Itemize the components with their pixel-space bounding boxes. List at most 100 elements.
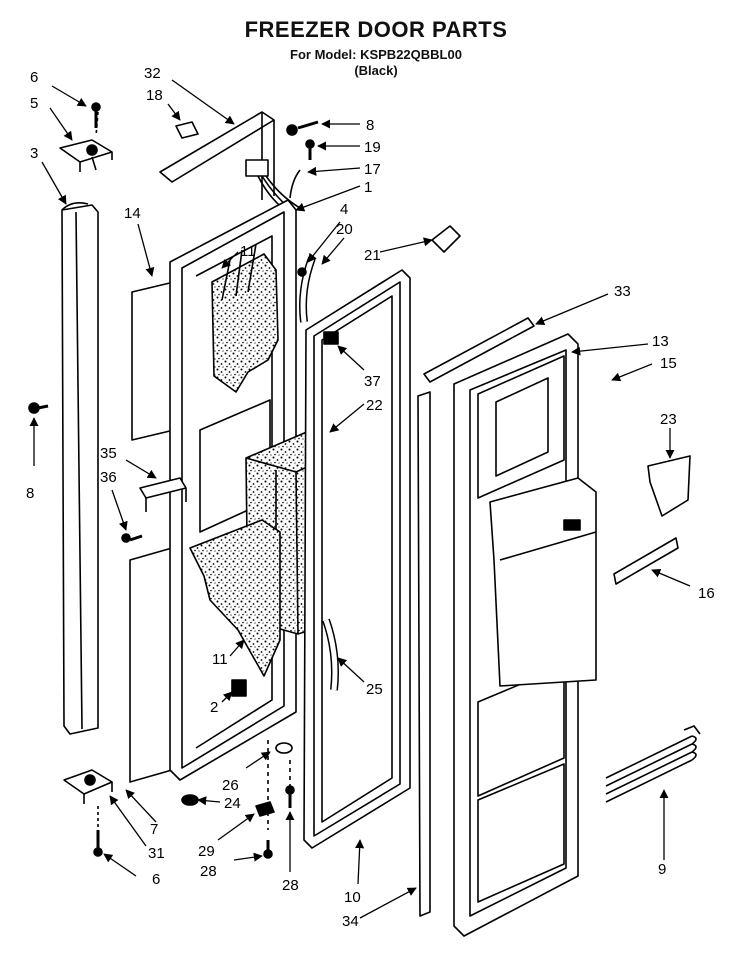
callout-28b: 28 bbox=[282, 877, 299, 894]
callout-32: 32 bbox=[144, 65, 161, 82]
leader-10 bbox=[355, 839, 365, 885]
callout-3: 3 bbox=[30, 145, 38, 162]
callout-19: 19 bbox=[364, 139, 381, 156]
callout-11b: 11 bbox=[212, 651, 228, 668]
callout-labels: 6 5 3 32 18 8 19 17 1 14 4 20 11 21 33 1… bbox=[26, 65, 715, 930]
callout-10: 10 bbox=[344, 889, 361, 906]
model-color: (Black) bbox=[354, 63, 398, 78]
callout-24: 24 bbox=[224, 795, 241, 812]
part-screw-28b bbox=[285, 785, 295, 808]
leader-25 bbox=[337, 657, 365, 683]
callout-31: 31 bbox=[148, 845, 165, 862]
leader-36 bbox=[111, 489, 128, 531]
callout-13: 13 bbox=[652, 333, 669, 350]
part-outer-door-panel bbox=[453, 333, 597, 937]
callout-35: 35 bbox=[100, 445, 117, 462]
callout-5: 5 bbox=[30, 95, 38, 112]
leader-4 bbox=[307, 221, 341, 263]
callout-1: 1 bbox=[364, 179, 372, 196]
part-label-37 bbox=[323, 331, 339, 345]
callout-36: 36 bbox=[100, 469, 117, 486]
leader-22 bbox=[329, 403, 365, 433]
part-screw-left bbox=[28, 402, 49, 414]
callout-9: 9 bbox=[658, 861, 666, 878]
callout-14: 14 bbox=[124, 205, 141, 222]
callout-4: 4 bbox=[340, 201, 348, 218]
part-insulation-panel-upper bbox=[131, 281, 175, 441]
leader-34 bbox=[359, 887, 417, 919]
callout-33: 33 bbox=[614, 283, 631, 300]
part-hinge-bracket-bottom bbox=[63, 769, 113, 804]
callout-7: 7 bbox=[150, 821, 158, 838]
leader-21 bbox=[379, 237, 433, 253]
callout-28a: 28 bbox=[200, 863, 217, 880]
leader-31 bbox=[109, 795, 147, 847]
part-door-gasket bbox=[303, 269, 411, 849]
part-tube-25 bbox=[322, 618, 339, 691]
part-tube-20 bbox=[299, 256, 316, 323]
leader-29 bbox=[217, 813, 255, 841]
callout-22: 22 bbox=[366, 397, 383, 414]
leader-1 bbox=[295, 185, 361, 212]
part-screw-28a bbox=[263, 840, 273, 859]
part-cam-26 bbox=[275, 742, 293, 754]
part-top-channel bbox=[159, 111, 275, 200]
part-screw-19 bbox=[305, 139, 315, 160]
part-screw-36 bbox=[121, 533, 143, 543]
callout-23: 23 bbox=[660, 411, 677, 428]
leader-13 bbox=[571, 343, 649, 356]
part-top-cap-strip bbox=[423, 317, 535, 383]
callout-2: 2 bbox=[210, 699, 218, 716]
leader-17 bbox=[307, 166, 361, 176]
leader-2 bbox=[221, 691, 233, 703]
leader-5 bbox=[49, 107, 73, 141]
callout-29: 29 bbox=[198, 843, 215, 860]
leader-18 bbox=[167, 103, 181, 121]
part-bracket-35 bbox=[139, 477, 187, 512]
leader-11a bbox=[221, 251, 239, 269]
callout-20: 20 bbox=[336, 221, 353, 238]
callout-18: 18 bbox=[146, 87, 163, 104]
leader-6a bbox=[51, 85, 87, 107]
callout-11a: 11 bbox=[240, 243, 256, 260]
callout-21: 21 bbox=[364, 247, 381, 264]
leader-16 bbox=[651, 568, 691, 587]
part-screw-top bbox=[91, 102, 101, 128]
leader-33 bbox=[535, 293, 609, 326]
part-trim-bar bbox=[613, 537, 679, 585]
callout-37: 37 bbox=[364, 373, 381, 390]
part-foam-lower bbox=[189, 519, 281, 677]
leader-14 bbox=[137, 223, 155, 277]
diagram-title: FREEZER DOOR PARTS bbox=[244, 17, 508, 42]
callout-8b: 8 bbox=[26, 485, 34, 502]
leader-32 bbox=[171, 79, 235, 125]
part-ice-chute bbox=[647, 455, 691, 517]
callout-6b: 6 bbox=[152, 871, 160, 888]
part-block-29 bbox=[255, 801, 275, 817]
part-clip bbox=[175, 121, 199, 139]
callout-17: 17 bbox=[364, 161, 381, 178]
part-nut-4 bbox=[297, 267, 307, 277]
part-hinge-bracket-top bbox=[59, 139, 113, 172]
leader-26 bbox=[245, 751, 271, 769]
leader-3 bbox=[41, 161, 67, 205]
leader-37 bbox=[337, 345, 365, 371]
part-screw-bottom bbox=[93, 830, 103, 857]
callout-34: 34 bbox=[342, 913, 359, 930]
part-foot-24 bbox=[181, 794, 199, 806]
callout-25: 25 bbox=[366, 681, 383, 698]
part-insulation-panel-lower bbox=[129, 547, 173, 783]
callout-15: 15 bbox=[660, 355, 677, 372]
leader-15 bbox=[611, 363, 653, 382]
leader-35 bbox=[125, 459, 157, 479]
part-foam-upper bbox=[211, 243, 279, 393]
part-trim-strip-34 bbox=[417, 391, 431, 917]
part-screw-top-right bbox=[286, 120, 319, 136]
part-rail-set bbox=[605, 725, 701, 803]
leader-28a bbox=[233, 852, 263, 862]
callout-8a: 8 bbox=[366, 117, 374, 134]
leader-6b bbox=[103, 853, 137, 877]
leader-11b bbox=[229, 639, 245, 657]
leader-20 bbox=[321, 237, 345, 265]
